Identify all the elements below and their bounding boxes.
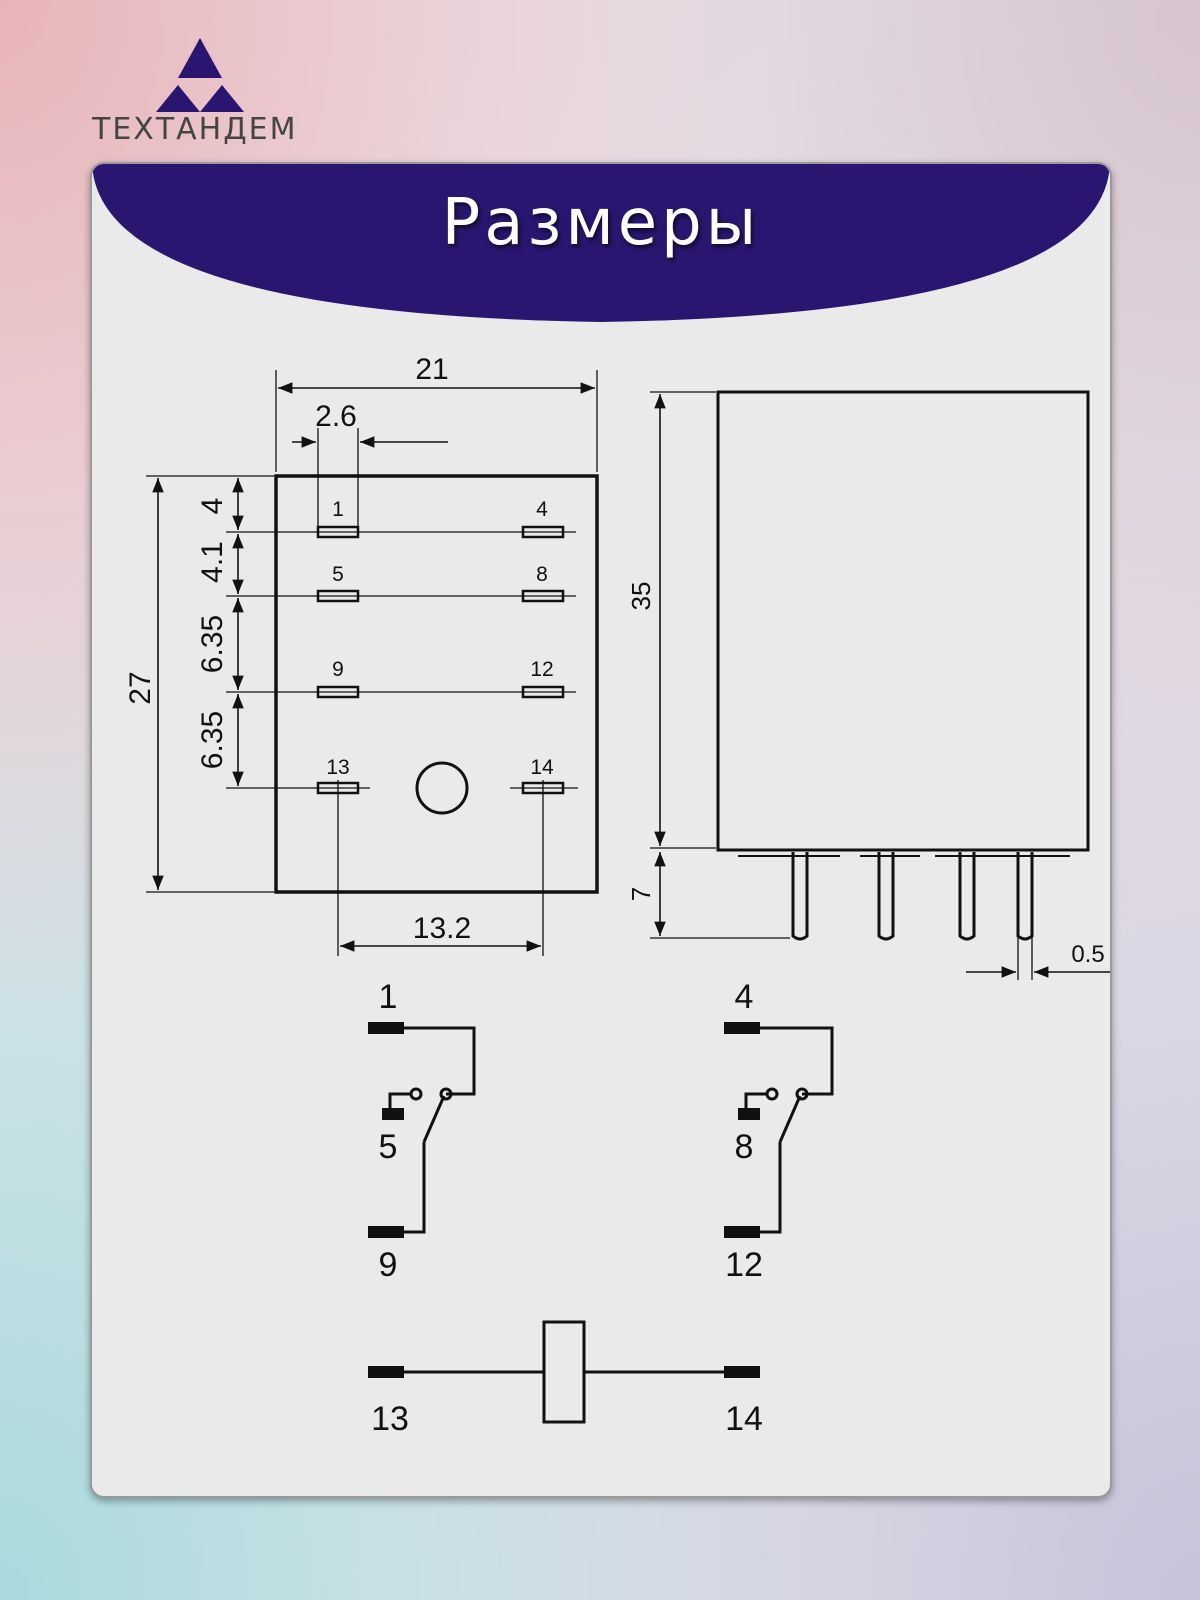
dim-height-label: 27 [124,671,157,704]
pin-pads [316,525,565,795]
side-pins [791,852,1034,941]
terminal-label: 5 [379,1128,398,1166]
dim-row1-label: 4 [196,498,229,515]
mounting-hole [415,761,469,815]
terminal-label: 13 [371,1400,409,1438]
brand-name: ТЕХТАНДЕМ [92,112,298,147]
pin-label: 4 [536,498,548,521]
terminal-label: 9 [379,1246,398,1284]
header-banner [92,164,1110,322]
logo-triangles-icon [156,38,244,112]
pin-label: 12 [530,658,553,681]
pin-label: 5 [332,563,344,586]
side-view [650,390,1110,980]
dim-coil-spacing-label: 13.2 [413,912,471,945]
terminal-label: 4 [735,978,754,1016]
pin-label: 8 [536,563,548,586]
terminal-label: 8 [735,1128,754,1166]
dim-pin-length-label: 7 [626,887,656,901]
contact-schematic-2 [724,1022,834,1238]
pin-label: 14 [530,756,554,779]
top-view [146,370,599,956]
page-title: Размеры [441,186,761,260]
dimensions-card: Размеры [90,162,1112,1498]
relay-outline [274,474,599,894]
pin-label: 9 [332,658,344,681]
dim-pin-width-label: 0.5 [1071,941,1104,968]
side-view-labels: 35 7 0.5 [626,582,1105,968]
terminal-label: 12 [725,1246,763,1284]
dim-width-label: 21 [415,353,448,386]
dim-body-height-label: 35 [626,582,656,611]
terminal-label: 1 [379,978,398,1016]
dim-pitch-label: 2.6 [315,400,357,433]
coil-schematic [368,1320,760,1424]
dim-row2-label: 4.1 [196,541,229,583]
coil-symbol [542,1320,586,1424]
relay-body [716,390,1090,852]
dim-row3-label: 6.35 [196,615,229,673]
company-logo [156,38,244,112]
schematic-labels: 1 5 9 4 8 12 13 14 [371,978,763,1438]
terminal-label: 14 [725,1400,763,1438]
contact-schematic-1 [368,1022,476,1238]
dim-row4-label: 6.35 [196,711,229,769]
pin-label: 13 [326,756,349,779]
top-view-labels: 21 2.6 27 4 4.1 6.35 6.35 13.2 1 4 5 8 9… [124,353,554,945]
pin-label: 1 [332,498,344,521]
